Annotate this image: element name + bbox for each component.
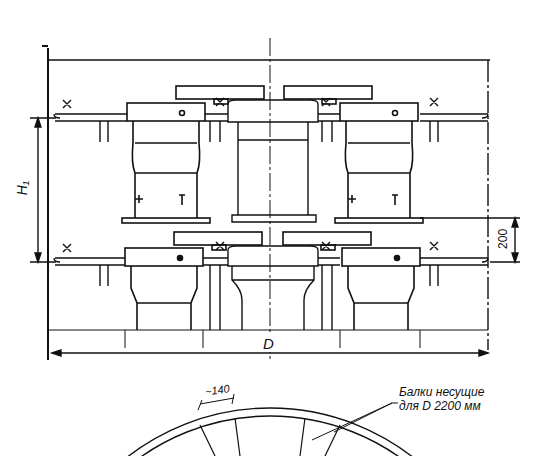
dimension-h1: H₁ [14,180,30,197]
dimension-200: 200 [497,228,511,250]
dimension-d: D [262,335,275,352]
beam-note: Балки несущие для D 2200 мм [398,386,504,414]
dimension-140: ~140 [203,382,231,398]
